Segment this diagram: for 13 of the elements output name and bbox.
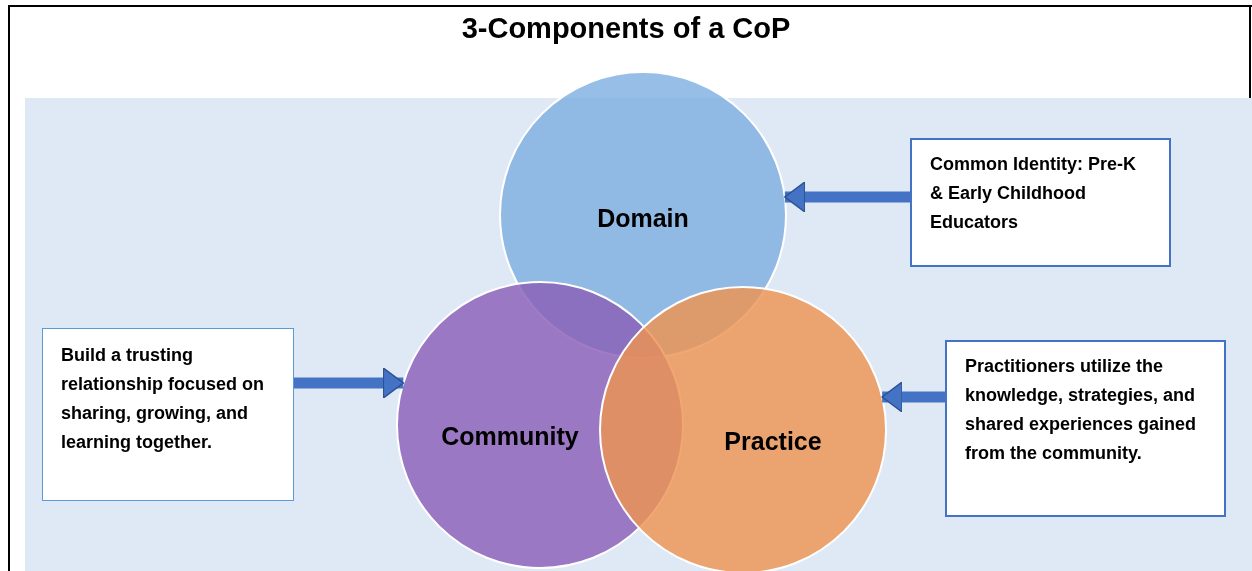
circle-label: Practice [724, 426, 822, 456]
callout-text: Common Identity: Pre-K & Early Childhood Educators [930, 153, 1137, 234]
arrow [881, 381, 945, 413]
title: 3-Components of a CoP [461, 12, 791, 44]
callout-text: Build a trusting relationship focused on sharing, growing, and learning together. [61, 344, 266, 454]
callout-box [910, 138, 1171, 267]
arrow [294, 367, 405, 399]
circle-label: Community [441, 421, 579, 451]
callout-box [945, 340, 1226, 517]
callout-text: Practitioners utilize the knowledge, strategies, and shared experiences gained from the community. [965, 355, 1198, 465]
arrow [784, 181, 910, 213]
callout-box [42, 328, 294, 501]
circle-label: Domain [597, 203, 689, 233]
